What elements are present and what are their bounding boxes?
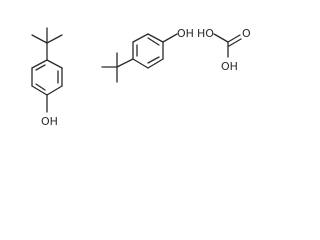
ring2-bond-2 xyxy=(132,33,149,43)
ring2-double-bond-2 xyxy=(147,37,160,46)
chemical-structure-canvas: OH OH HO O OH xyxy=(31,27,251,128)
c-o-bond-2 xyxy=(162,33,178,43)
ring2-double-bond-3 xyxy=(147,56,160,64)
ring2-bond-5 xyxy=(147,58,164,69)
ring2-bond-3 xyxy=(147,33,164,43)
molecule-tert-butylphenol-right: OH xyxy=(101,27,194,83)
structure-drawing: OH OH HO O OH xyxy=(31,27,251,128)
c-o-double-bond-a xyxy=(227,34,241,43)
hydroxyl-label: OH xyxy=(41,115,58,128)
tbutyl-methyl-bond-right xyxy=(46,34,63,44)
carbonic-oh-label: OH xyxy=(221,60,238,73)
carbonic-ho-label: HO xyxy=(197,27,214,40)
ho-c-bond xyxy=(213,33,229,43)
ring-bond-1 xyxy=(46,59,63,69)
ring-bond-3 xyxy=(46,85,63,96)
c-o-double-bond-b xyxy=(228,38,242,47)
carbonic-o-label: O xyxy=(242,27,251,40)
hydroxyl-label-2: OH xyxy=(177,27,194,40)
ring2-bond-6 xyxy=(132,58,149,69)
molecule-carbonic-acid: HO O OH xyxy=(197,27,251,73)
ring-double-bond-3 xyxy=(35,64,46,71)
ring-bond-6 xyxy=(31,59,48,69)
molecule-tert-butylphenol-left: OH xyxy=(31,27,63,128)
tbutyl2-ring-bond xyxy=(116,58,134,68)
ring-bond-4 xyxy=(31,85,48,96)
ring-double-bond-2 xyxy=(35,83,46,91)
tbutyl-methyl-bond-left xyxy=(31,34,48,44)
